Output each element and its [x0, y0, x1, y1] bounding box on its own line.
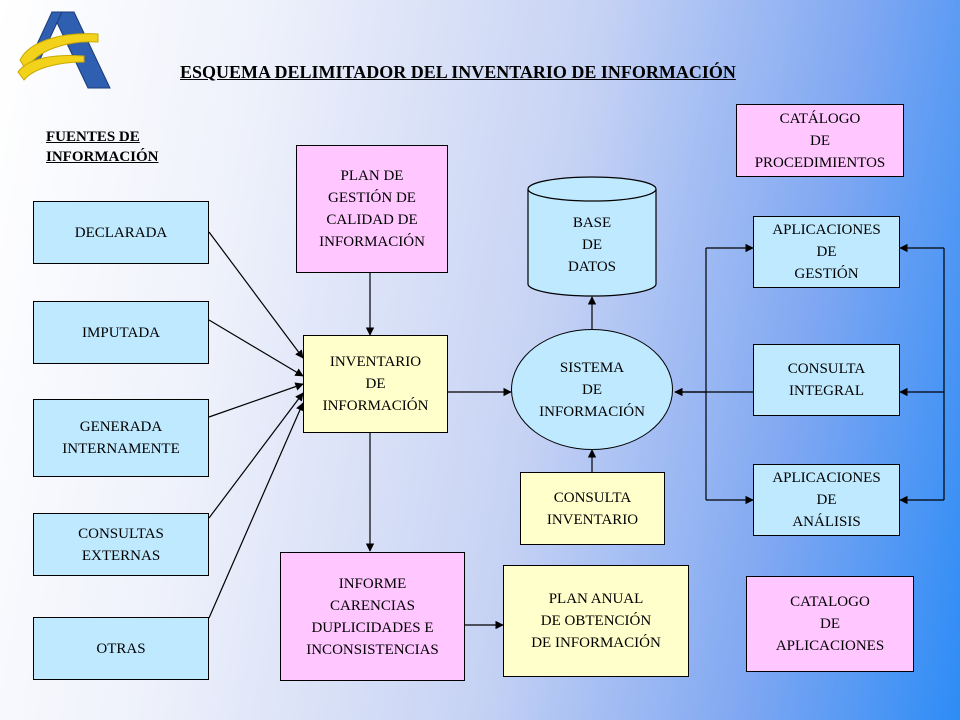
plan-gestion-calidad-box: PLAN DE GESTIÓN DE CALIDAD DE INFORMACIÓ…	[296, 145, 448, 273]
arrow-otras	[208, 402, 304, 619]
catalogo-procedimientos-box: CATÁLOGO DE PROCEDIMIENTOS	[736, 104, 904, 177]
plan-anual-box: PLAN ANUAL DE OBTENCIÓN DE INFORMACIÓN	[503, 565, 689, 677]
inventario-box: INVENTARIO DE INFORMACIÓN	[303, 335, 448, 433]
informe-box: INFORME CARENCIAS DUPLICIDADES E INCONSI…	[280, 552, 465, 681]
diagram-title: ESQUEMA DELIMITADOR DEL INVENTARIO DE IN…	[180, 62, 736, 82]
agency-logo-icon	[17, 11, 111, 89]
sources-heading: FUENTES DE INFORMACIÓN	[46, 129, 159, 165]
source-declarada: DECLARADA	[33, 201, 209, 264]
arrow-declarada	[208, 231, 304, 359]
source-imputada: IMPUTADA	[33, 301, 209, 364]
source-generada: GENERADA INTERNAMENTE	[33, 399, 209, 477]
sistema-informacion-ellipse: SISTEMA DE INFORMACIÓN	[511, 329, 673, 450]
consulta-integral-box: CONSULTA INTEGRAL	[753, 344, 900, 416]
arrow-generada	[208, 382, 304, 418]
aplicaciones-analisis-box: APLICACIONES DE ANÁLISIS	[753, 464, 900, 536]
source-otras: OTRAS	[33, 617, 209, 680]
catalogo-aplicaciones-box: CATALOGO DE APLICACIONES	[746, 576, 914, 672]
arrow-imputada	[208, 319, 304, 377]
base-datos-label: BASE DE DATOS	[567, 215, 617, 275]
arrow-consultas	[208, 392, 304, 519]
aplicaciones-gestion-box: APLICACIONES DE GESTIÓN	[753, 216, 900, 288]
consulta-inventario-box: CONSULTA INVENTARIO	[520, 472, 665, 545]
source-consultas-externas: CONSULTAS EXTERNAS	[33, 513, 209, 576]
database-cylinder-icon	[527, 176, 657, 297]
